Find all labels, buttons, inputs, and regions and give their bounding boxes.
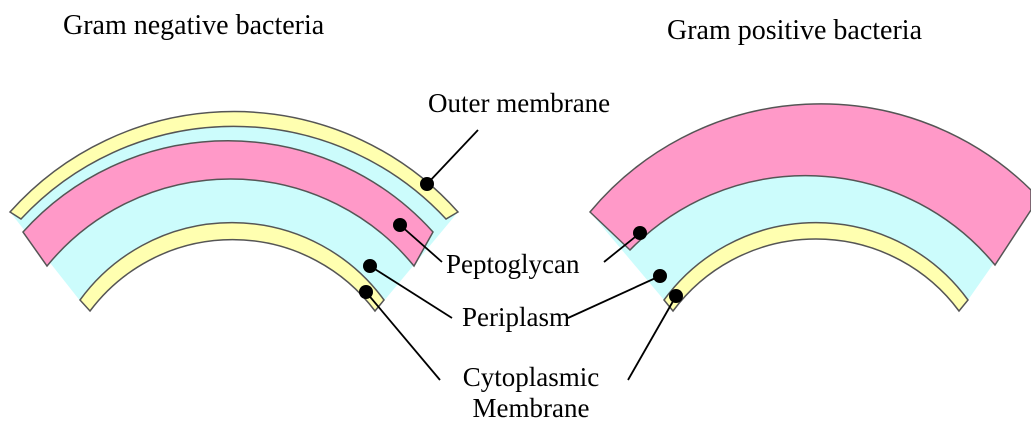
dot-pos-cytoplasmic (669, 289, 683, 303)
cytoplasmic-membrane-label: Cytoplasmic Membrane (440, 362, 622, 424)
outer-membrane-label: Outer membrane (428, 90, 610, 117)
periplasm-label: Periplasm (462, 304, 570, 331)
dot-outer-membrane (420, 177, 434, 191)
pointer-line-pos-cytoplasmic (628, 296, 676, 380)
dot-neg-peptidoglycan (393, 218, 407, 232)
dot-pos-periplasm (653, 269, 667, 283)
pointer-line-neg-cytoplasmic (366, 292, 440, 380)
gram-positive-title: Gram positive bacteria (667, 17, 922, 45)
dot-neg-periplasm (363, 259, 377, 273)
dot-neg-cytoplasmic (359, 285, 373, 299)
pointer-line-outer-membrane (427, 130, 478, 184)
dot-pos-peptidoglycan (633, 226, 647, 240)
cytoplasmic-label-line2: Membrane (440, 393, 622, 424)
pointer-line-pos-periplasm (568, 276, 660, 318)
cytoplasmic-label-line1: Cytoplasmic (440, 362, 622, 393)
peptoglycan-label: Peptoglycan (446, 251, 579, 278)
gram-negative-wall (10, 112, 458, 311)
gram-negative-title: Gram negative bacteria (63, 12, 324, 40)
